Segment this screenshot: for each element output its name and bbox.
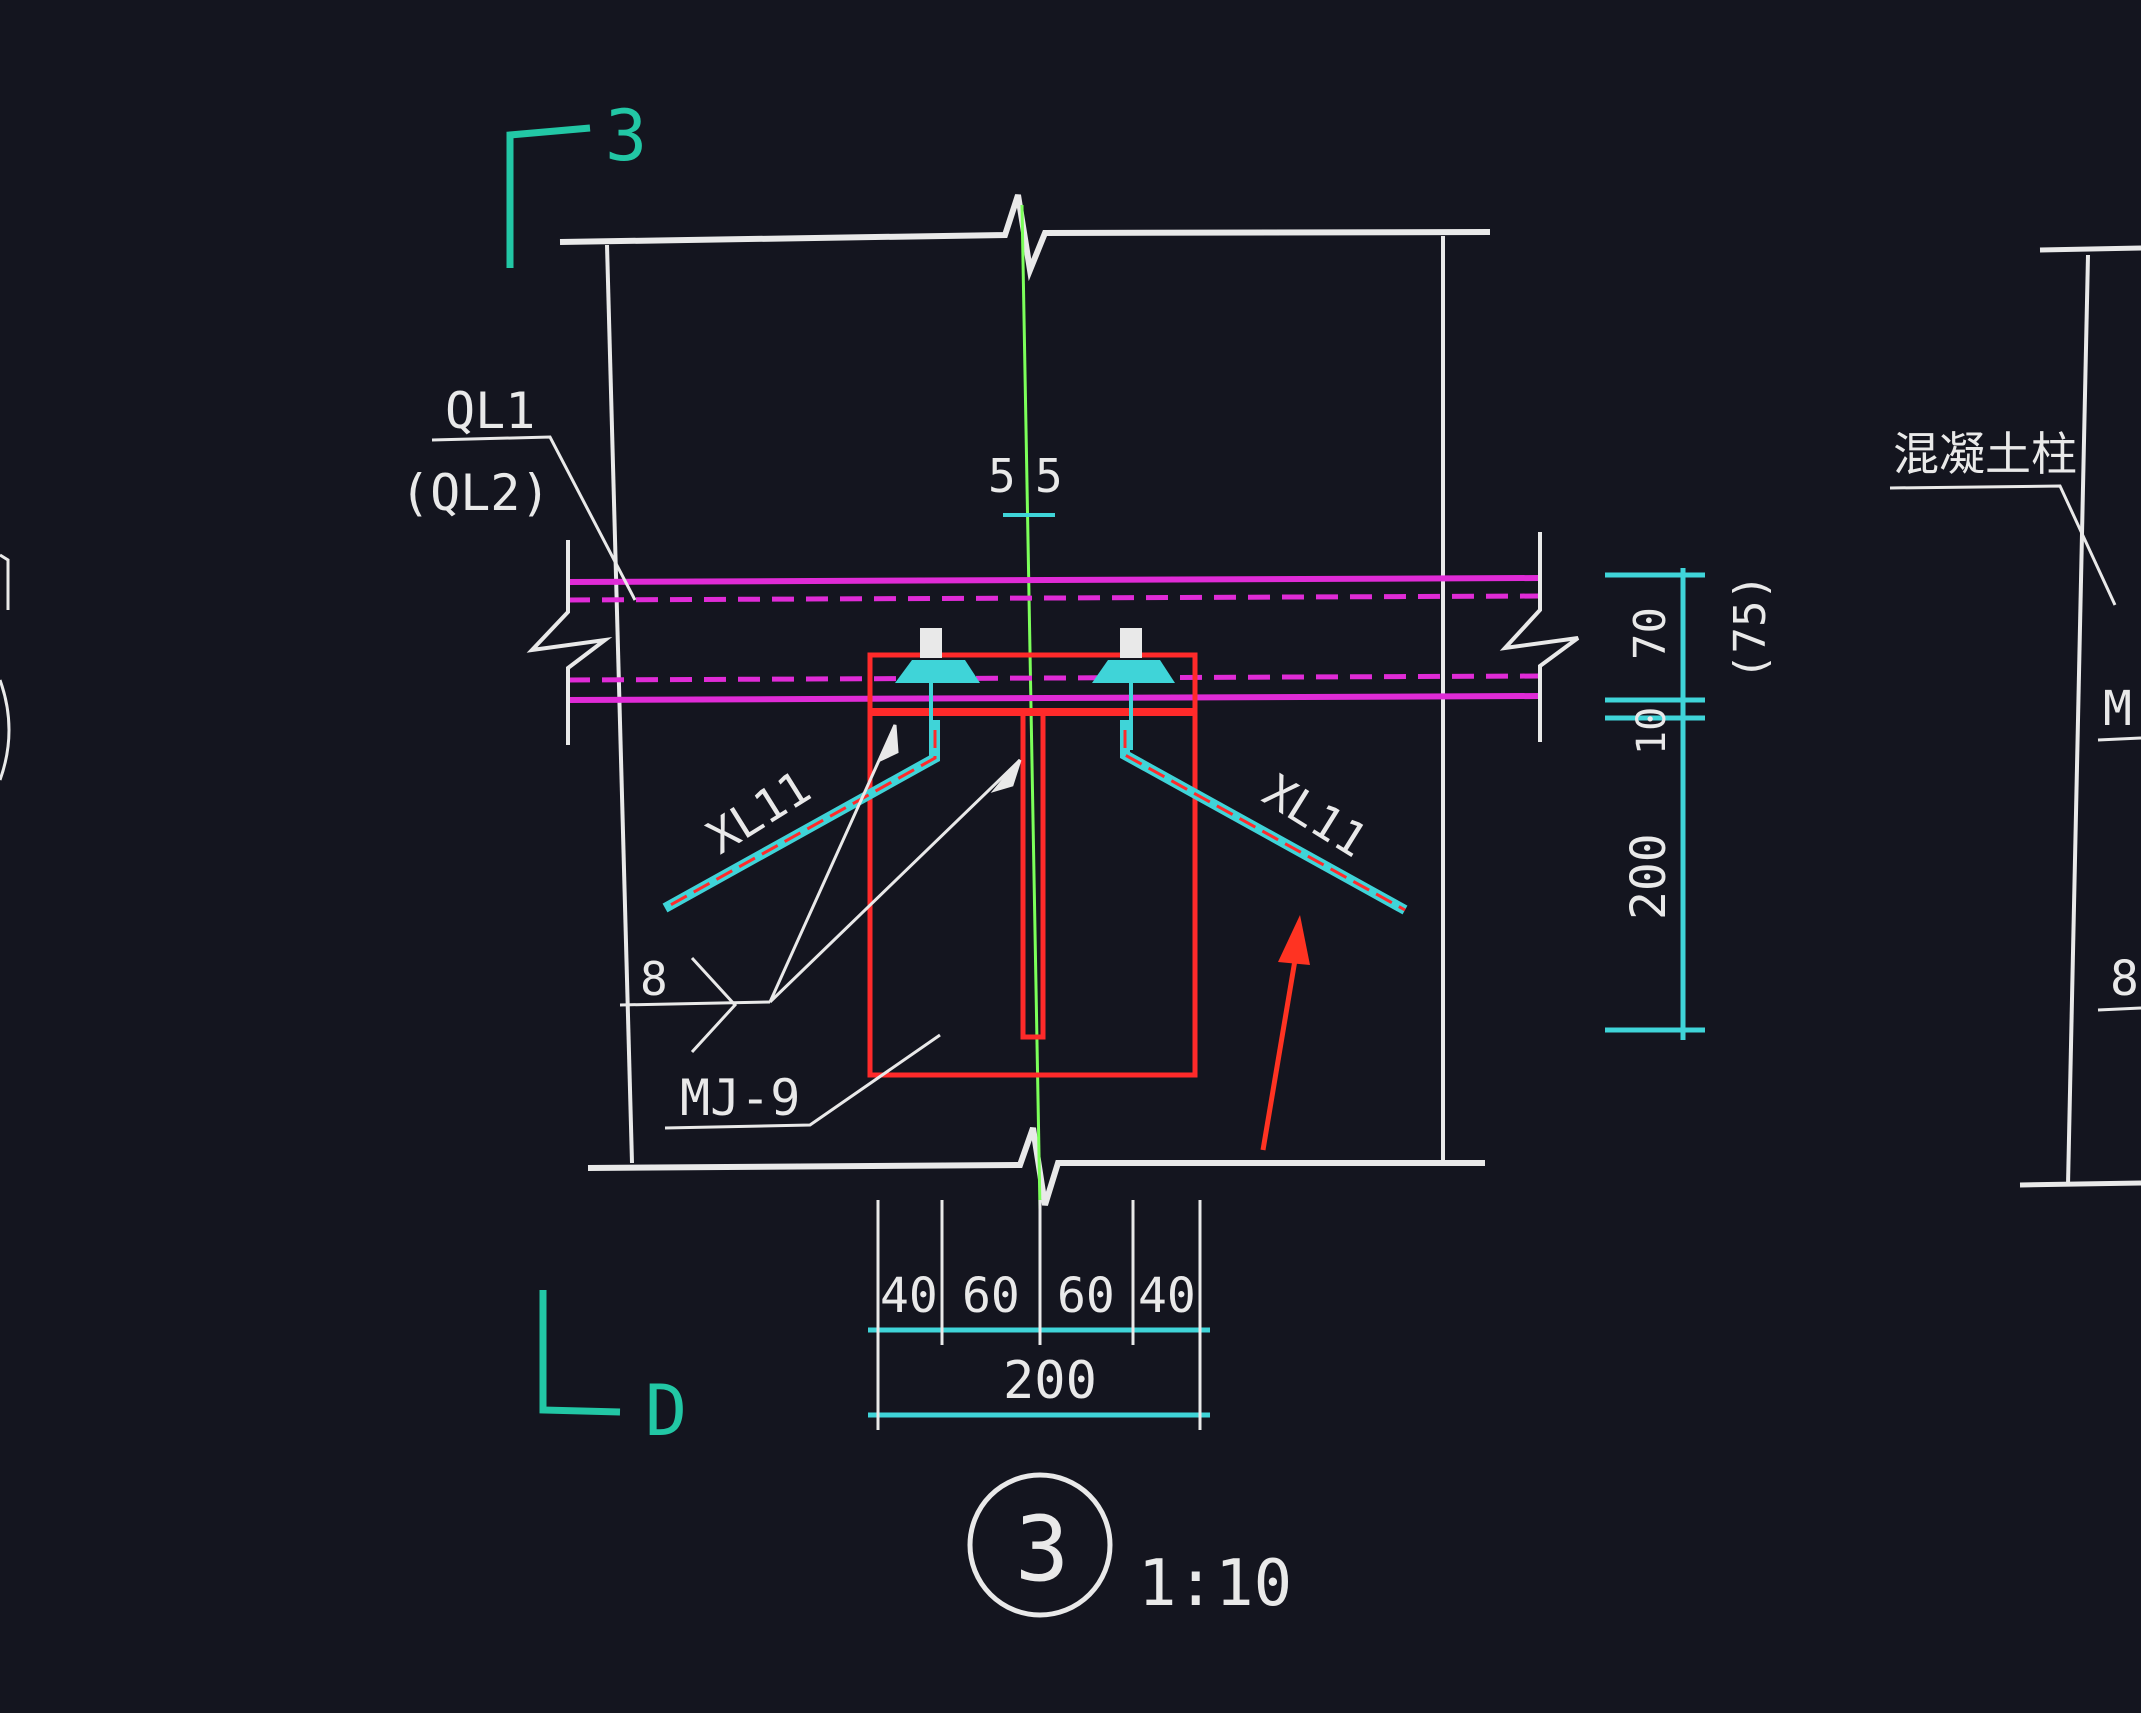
weld-size: 8: [640, 952, 668, 1006]
bottom-dim-total: 200: [1003, 1351, 1097, 1411]
adjacent-detail: 混凝土柱 M 8: [1889, 245, 2141, 1188]
bottom-dim-segment-4: 40: [1138, 1268, 1196, 1324]
detail-number: 3: [1015, 1497, 1069, 1602]
left-edge-fragments: [0, 553, 11, 781]
beam-left-break: [526, 540, 613, 745]
beam-right-break: [1499, 532, 1580, 742]
beam-bottom-rebar: [567, 673, 1541, 683]
embed-plate-outline: [867, 652, 1198, 1078]
detail-marker: 3 1:10: [967, 1472, 1292, 1621]
detail-circle: [967, 1472, 1113, 1618]
centerline-left-value: 5: [988, 449, 1016, 503]
rebar-right: XL11: [1120, 720, 1408, 915]
embed-plate-stiffener: [1020, 709, 1046, 1040]
bottom-dim-segment-1: 40: [880, 1268, 938, 1324]
centerline: 5 5: [988, 204, 1063, 1211]
bottom-dimension-chain: 40 60 60 40 200: [868, 1200, 1210, 1430]
right-dim-top-alt: (75): [1725, 574, 1776, 680]
anchor-seat-right: [1092, 628, 1175, 750]
beam-label-leader: [431, 435, 637, 601]
embed-plate-label: MJ-9: [680, 1069, 800, 1127]
wall-left-edge: [605, 244, 634, 1164]
wall-outline: [559, 194, 1491, 1206]
weld-symbol: 8: [619, 724, 1022, 1054]
section-marker-bottom-label: D: [645, 1370, 687, 1452]
detail-scale: 1:10: [1138, 1547, 1292, 1621]
wall-bottom-edge: [587, 1127, 1485, 1206]
beam: QL1 (QL2): [400, 382, 1580, 745]
section-marker-top-label: 3: [605, 95, 647, 177]
bottom-dim-segment-3: 60: [1057, 1268, 1115, 1324]
adjacent-letter: M: [2103, 681, 2132, 737]
right-dim-top: 70: [1625, 607, 1676, 660]
bottom-dim-segment-2: 60: [962, 1268, 1020, 1324]
beam-top-rebar: [567, 593, 1541, 603]
rebar-left-label: XL11: [697, 760, 820, 864]
annotation-arrow: [1260, 915, 1310, 1151]
wall-top-edge: [559, 194, 1491, 282]
embed-plate: MJ-9: [664, 652, 1198, 1130]
beam-label-2: (QL2): [400, 464, 551, 522]
section-marker-top-bracket: [506, 124, 591, 268]
centerline-axis: [1020, 204, 1042, 1211]
beam-top-edge: [567, 575, 1541, 585]
right-dimension-chain: 70 (75) 10 200: [1605, 568, 1776, 1040]
beam-bottom-edge: [567, 693, 1541, 703]
embed-plate-label-leader: [664, 1033, 941, 1130]
beam-label-1: QL1: [445, 382, 535, 440]
section-marker-bottom-bracket: [539, 1290, 621, 1416]
right-dim-bottom: 200: [1621, 833, 1677, 920]
adjacent-label: 混凝土柱: [1893, 427, 2077, 481]
right-dim-middle: 10: [1629, 707, 1675, 755]
adjacent-number: 8: [2110, 951, 2139, 1007]
rebar-right-label: XL11: [1254, 764, 1377, 868]
centerline-right-value: 5: [1035, 449, 1063, 503]
section-marker: 3 D: [506, 95, 687, 1452]
